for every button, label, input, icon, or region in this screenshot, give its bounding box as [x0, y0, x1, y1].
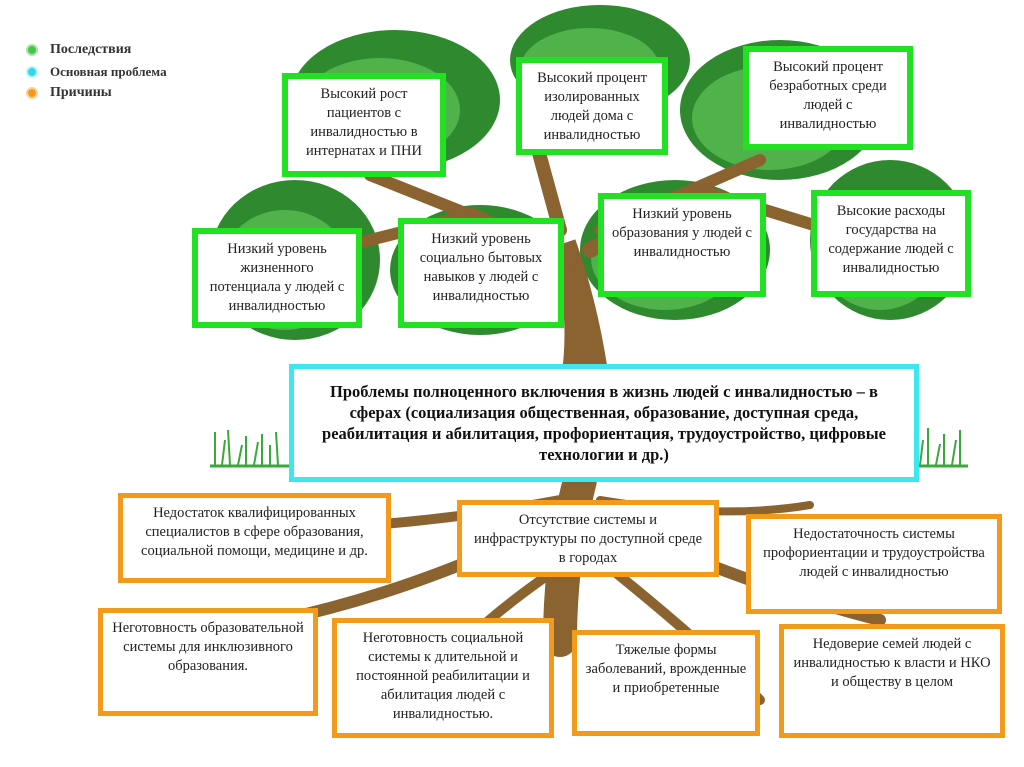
consequence-text: Низкий уровень жизненного потенциала у л… [209, 241, 345, 314]
legend-item-core-problem: Основная проблема [26, 62, 167, 82]
cause-text: Недоверие семей людей с инвалидностью к … [793, 636, 991, 690]
consequence-box: Низкий уровень образования у людей с инв… [598, 193, 766, 297]
cause-box: Тяжелые формы заболеваний, врожденные и … [572, 630, 760, 736]
consequence-text: Низкий уровень образования у людей с инв… [612, 206, 752, 260]
cause-box: Недостаточность системы профориентации и… [746, 514, 1002, 614]
cause-text: Недостаточность системы профориентации и… [763, 526, 985, 580]
cause-box: Неготовность социальной системы к длител… [332, 618, 554, 738]
cause-text: Тяжелые формы заболеваний, врожденные и … [585, 642, 747, 696]
legend-label: Причины [50, 85, 112, 100]
consequence-text: Высокий процент изолированных людей дома… [537, 70, 647, 143]
consequence-text: Высокий рост пациентов с инвалидностью в… [306, 86, 422, 159]
cause-box: Недоверие семей людей с инвалидностью к … [779, 624, 1005, 738]
consequence-text: Высокие расходы государства на содержани… [828, 203, 954, 276]
consequence-box: Высокий процент безработных среди людей … [743, 46, 913, 150]
legend-item-consequences: Последствия [26, 38, 167, 62]
consequence-box: Высокий процент изолированных людей дома… [516, 57, 668, 155]
legend-label: Основная проблема [50, 64, 167, 79]
consequence-box: Низкий уровень социально бытовых навыков… [398, 218, 564, 328]
consequence-text: Низкий уровень социально бытовых навыков… [419, 231, 543, 304]
legend-dot-cyan-icon [26, 66, 38, 78]
cause-box: Отсутствие системы и инфраструктуры по д… [457, 500, 719, 577]
consequence-box: Высокие расходы государства на содержани… [811, 190, 971, 297]
legend: Последствия Основная проблема Причины [26, 38, 167, 104]
cause-text: Неготовность социальной системы к длител… [356, 630, 530, 722]
cause-text: Недостаток квалифицированных специалисто… [141, 505, 368, 559]
legend-dot-green-icon [26, 44, 38, 56]
core-problem-text: Проблемы полноценного включения в жизнь … [322, 382, 886, 464]
cause-box: Недостаток квалифицированных специалисто… [118, 493, 391, 583]
cause-text: Неготовность образовательной системы для… [112, 620, 304, 674]
legend-label: Последствия [50, 42, 132, 57]
consequence-box: Высокий рост пациентов с инвалидностью в… [282, 73, 446, 177]
consequence-text: Высокий процент безработных среди людей … [769, 59, 887, 132]
cause-box: Неготовность образовательной системы для… [98, 608, 318, 716]
legend-item-causes: Причины [26, 82, 167, 104]
legend-dot-orange-icon [26, 87, 38, 99]
consequence-box: Низкий уровень жизненного потенциала у л… [192, 228, 362, 328]
core-problem-box: Проблемы полноценного включения в жизнь … [289, 364, 919, 482]
cause-text: Отсутствие системы и инфраструктуры по д… [473, 512, 703, 566]
